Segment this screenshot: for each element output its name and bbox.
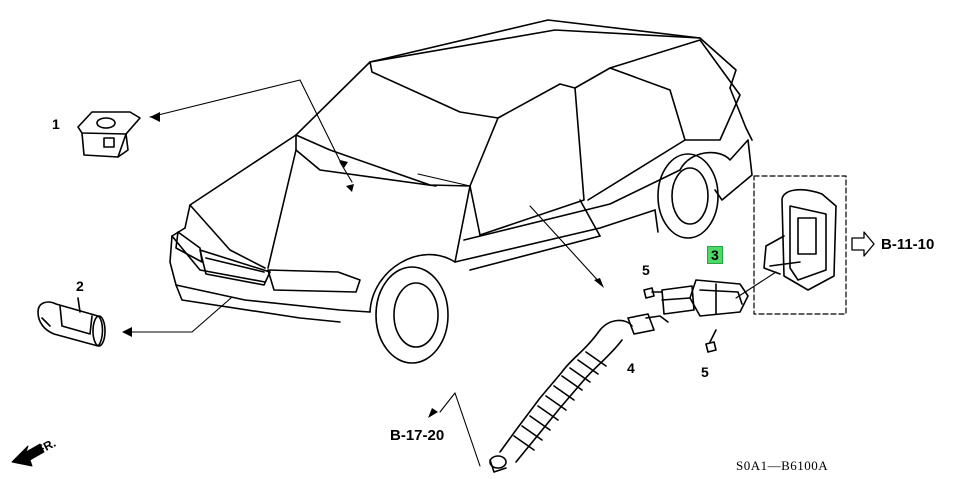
part-number-4: 4 — [627, 360, 635, 376]
arrow-icon — [11, 443, 45, 467]
arrow-icon — [851, 231, 875, 257]
part-number-3: 3 — [707, 246, 723, 264]
arrow-icon — [122, 112, 604, 418]
bellows-harness-icon — [489, 313, 669, 473]
connector-icon — [661, 279, 749, 317]
diagram-code: S0A1—B6100A — [736, 458, 829, 473]
part-number-5-lower: 5 — [701, 364, 709, 380]
sensor-icon — [37, 297, 106, 347]
reference-b-17-20: B-17-20 — [390, 427, 445, 444]
car-body-icon — [169, 19, 753, 364]
switch-icon — [77, 111, 141, 158]
leader-lines — [124, 79, 777, 467]
bolt-icon — [643, 287, 663, 299]
part-number-5-upper: 5 — [642, 262, 650, 278]
part-number-1: 1 — [52, 116, 60, 132]
reference-b-11-10: B-11-10 — [881, 236, 935, 253]
part-number-2: 2 — [76, 278, 84, 294]
bolt-icon — [705, 329, 717, 353]
door-lock-icon — [753, 175, 847, 315]
